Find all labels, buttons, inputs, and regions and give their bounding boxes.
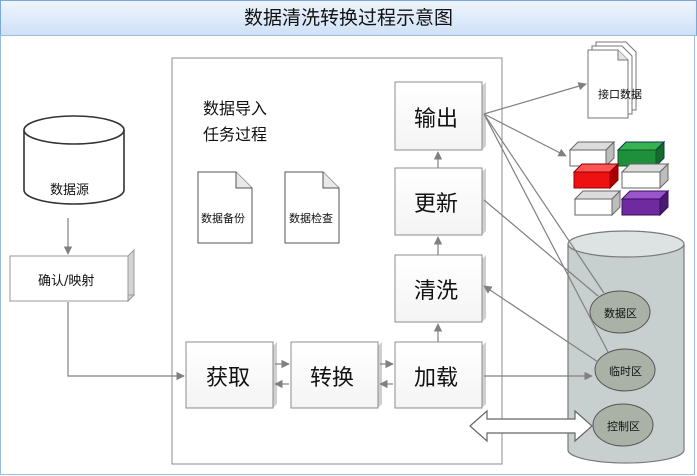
temp-zone-ellipse — [594, 348, 656, 392]
block-purple — [620, 189, 670, 217]
source-cylinder — [23, 115, 125, 205]
check-doc — [284, 171, 340, 244]
acquire-box — [185, 341, 277, 409]
update-box — [394, 167, 486, 236]
control-zone-ellipse — [592, 403, 654, 447]
data-zone-ellipse — [589, 290, 651, 334]
interface-doc-stack — [587, 41, 637, 119]
control-zone-double-arrow — [469, 409, 593, 443]
backup-doc — [197, 171, 253, 244]
block-green — [616, 140, 666, 168]
block-white-1 — [568, 140, 616, 168]
output-blocks — [568, 140, 670, 217]
block-red — [572, 162, 620, 190]
diagram-title: 数据清洗转换过程示意图 — [0, 0, 697, 36]
block-white-3 — [573, 189, 622, 217]
output-box — [394, 81, 486, 151]
line-output-to-tempzone — [483, 113, 609, 353]
load-box — [394, 341, 486, 409]
block-white-2 — [620, 162, 670, 190]
line-output-to-datazone — [483, 113, 605, 294]
arrow-output-to-interface — [483, 82, 587, 115]
arrow-map-to-acquire — [67, 302, 185, 381]
arrow-output-to-blocks — [483, 113, 567, 157]
line-update-to-datazone — [483, 199, 599, 297]
convert-box — [290, 341, 382, 409]
confirm-map-box — [8, 248, 136, 303]
diagram-border — [0, 35, 695, 475]
arrow-tempzone-to-clean — [483, 285, 599, 363]
clean-box — [394, 254, 486, 323]
